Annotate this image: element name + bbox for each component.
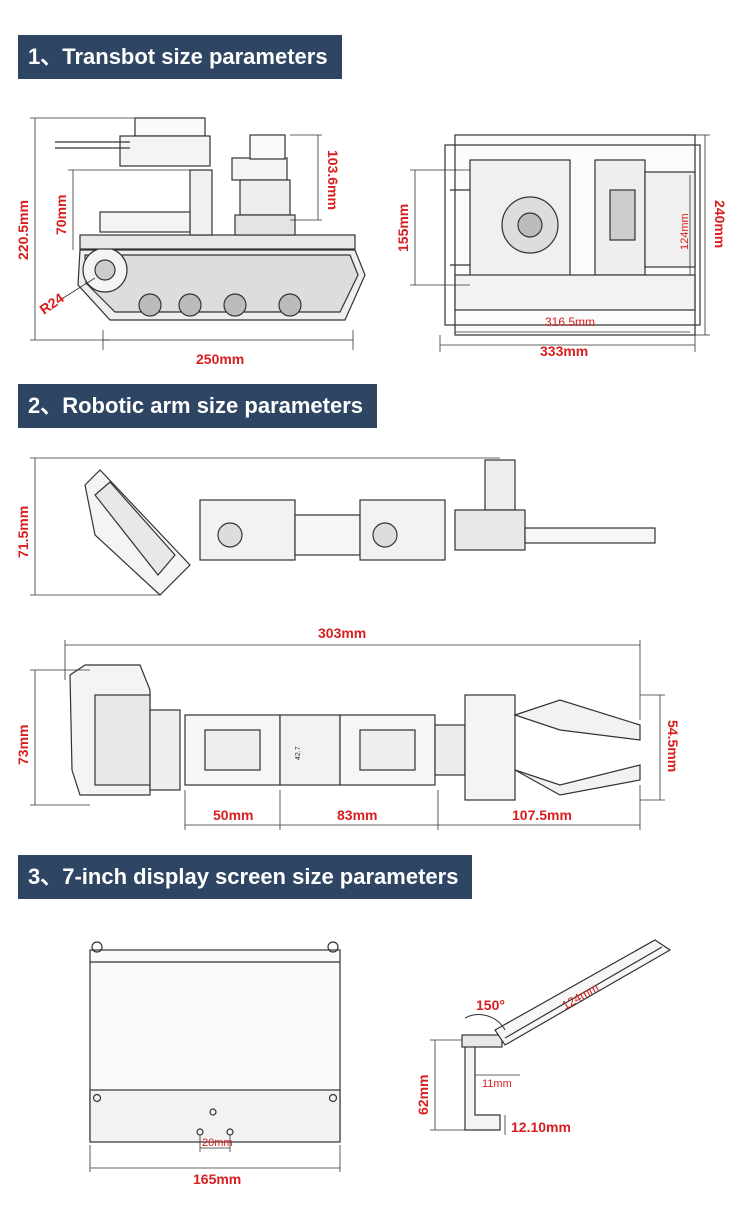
section-title: 3、7-inch display screen size parameters: [28, 864, 459, 889]
servo-label: 42.7: [295, 746, 302, 760]
arm-seg2-label: 83mm: [337, 807, 377, 823]
arm-top-height-label: 73mm: [15, 725, 31, 765]
screen-diagram: 20mm 165mm 150° 124mm 62mm 11mm 12.10mm: [89, 939, 672, 1187]
screen-width-label: 165mm: [193, 1171, 241, 1187]
offset-label: 11mm: [482, 1078, 512, 1090]
transbot-camera-height-label: 103.6mm: [325, 150, 341, 210]
transbot-height-label: 220.5mm: [15, 200, 31, 260]
transbot-total-length-label: 333mm: [540, 343, 588, 359]
section-header-screen: 3、7-inch display screen size parameters: [18, 855, 473, 899]
section-header-transbot: 1、Transbot size parameters: [18, 35, 342, 79]
hole-spacing-label: 20mm: [202, 1137, 233, 1149]
arm-side-diagram: 71.5mm: [15, 457, 656, 596]
arm-side-height-label: 71.5mm: [15, 506, 31, 558]
transbot-top-view: [444, 134, 701, 336]
transbot-plate-width-label: 124mm: [679, 213, 691, 250]
transbot-diagram: 220.5mm 70mm 103.6mm R24 250mm 155mm 240…: [15, 117, 728, 367]
section-header-arm: 2、Robotic arm size parameters: [18, 384, 378, 428]
thickness-label: 12.10mm: [511, 1119, 571, 1135]
screen-angle-label: 150°: [476, 997, 505, 1013]
transbot-length-label: 250mm: [196, 351, 244, 367]
arm-top-diagram: 42.7 303mm 73mm 54.5mm 50mm 83mm 107.5mm: [15, 625, 681, 830]
transbot-wheel-radius-label: R24: [37, 289, 67, 317]
mount-height-label: 62mm: [415, 1075, 431, 1115]
transbot-upper-height-label: 70mm: [53, 195, 69, 235]
section-title: 1、Transbot size parameters: [28, 44, 328, 69]
arm-total-length-label: 303mm: [318, 625, 366, 641]
arm-gripper-width-label: 54.5mm: [665, 720, 681, 772]
transbot-top-width-label: 240mm: [712, 200, 728, 248]
arm-seg1-label: 50mm: [213, 807, 253, 823]
transbot-inner-length-label: 316.5mm: [545, 315, 595, 329]
transbot-top-inner-width-label: 155mm: [395, 204, 411, 252]
arm-seg3-label: 107.5mm: [512, 807, 572, 823]
transbot-side-view: [55, 117, 366, 321]
section-title: 2、Robotic arm size parameters: [28, 393, 364, 418]
